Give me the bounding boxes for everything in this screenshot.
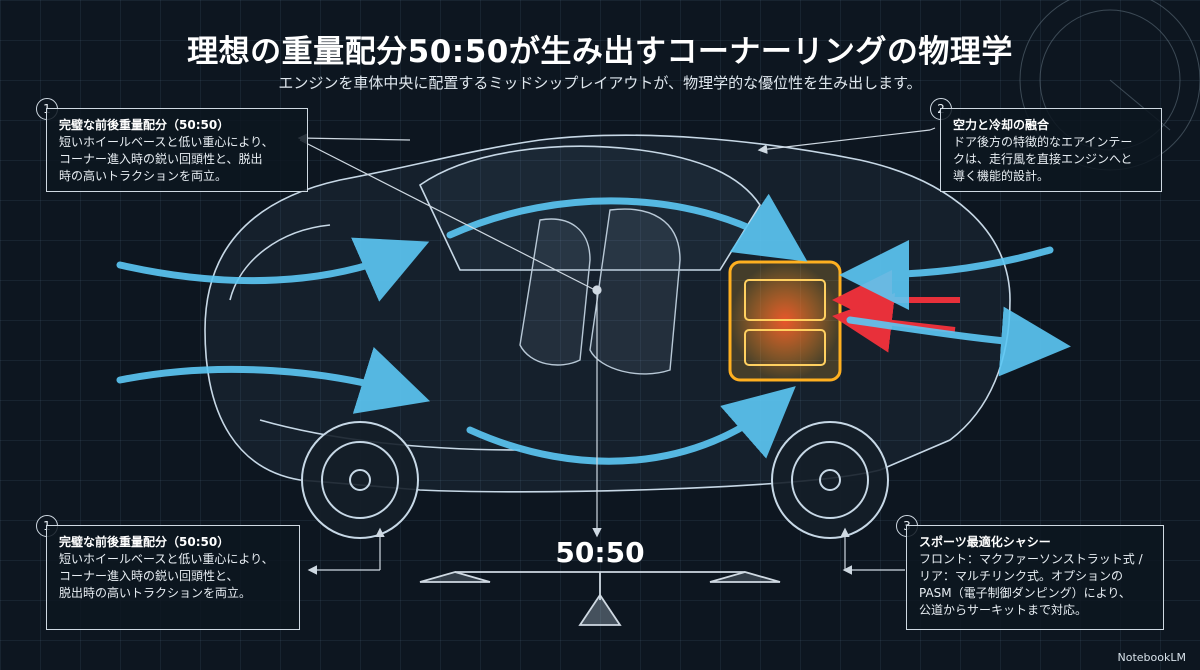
seats: [519, 208, 681, 375]
rear-wheel: [771, 421, 889, 539]
callout-aero-cooling: 空力と冷却の融合 ドア後方の特徴的なエアインテー クは、走行風を直接エンジンへと…: [940, 108, 1162, 192]
callout-body: 短いホイールベースと低い重心により、 コーナー進入時の鋭い回頭性と、脱出 時の高…: [59, 135, 274, 183]
callout-heading: スポーツ最適化シャシー: [919, 535, 1051, 549]
front-wheel: [301, 421, 419, 539]
airflow-arrows: [116, 193, 1071, 465]
brand-logo: NotebookLM: [1117, 651, 1186, 664]
page-subtitle: エンジンを車体中央に配置するミッドシップレイアウトが、物理学的な優位性を生み出し…: [278, 74, 922, 92]
callout-heading: 完璧な前後重量配分（50:50）: [59, 118, 230, 132]
page-title: 理想の重量配分50:50が生み出すコーナーリングの物理学: [187, 34, 1013, 70]
balance-scale: [419, 571, 781, 626]
callout-body: フロント：マクファーソンストラット式 / リア：マルチリンク式。オプションの P…: [919, 552, 1143, 617]
callout-weight-distribution-top: 完璧な前後重量配分（50:50） 短いホイールベースと低い重心により、 コーナー…: [46, 108, 308, 192]
callout-heading: 空力と冷却の融合: [953, 118, 1050, 132]
callout-sports-chassis: スポーツ最適化シャシー フロント：マクファーソンストラット式 / リア：マルチリ…: [906, 525, 1164, 630]
callout-heading: 完璧な前後重量配分（50:50）: [59, 535, 230, 549]
engine: [728, 260, 842, 382]
callout-weight-distribution-bottom: 完璧な前後重量配分（50:50） 短いホイールベースと低い重心により、 コーナー…: [46, 525, 300, 630]
callout-body: ドア後方の特徴的なエアインテー クは、走行風を直接エンジンへと 導く機能的設計。: [953, 135, 1133, 183]
callout-leaders: [297, 127, 936, 575]
weight-ratio-label: 50:50: [555, 536, 645, 569]
callout-body: 短いホイールベースと低い重心により、 コーナー進入時の鋭い回頭性と、 脱出時の高…: [59, 552, 274, 600]
